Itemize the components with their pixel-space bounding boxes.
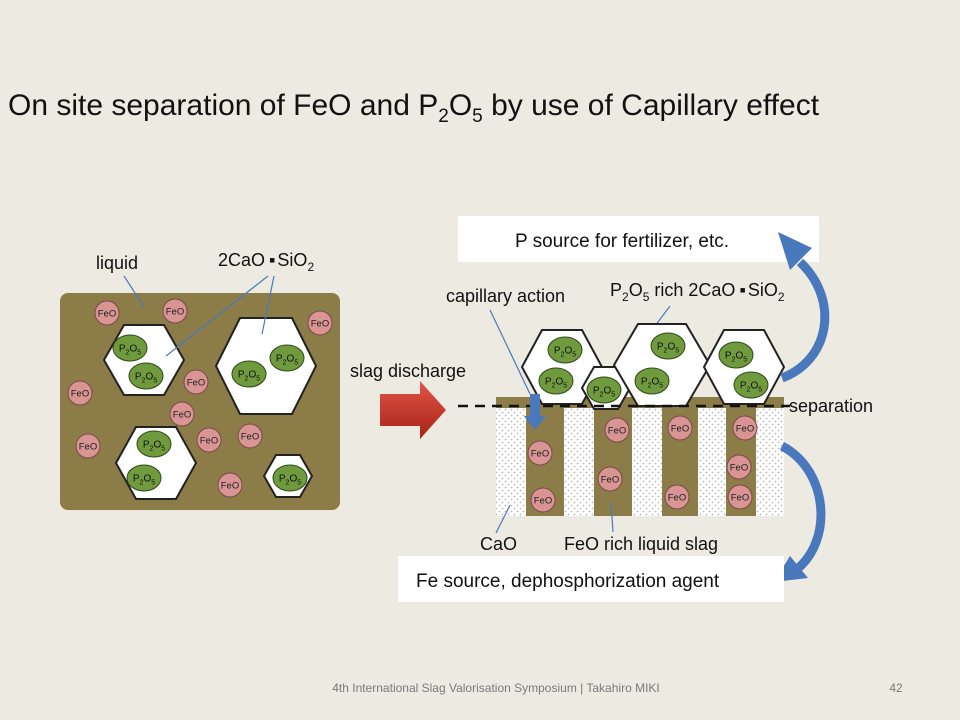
svg-text:FeO: FeO [668,493,686,504]
slag-discharge-arrow [380,381,446,439]
svg-text:FeO: FeO [601,475,619,486]
p2o5-particle: P2O5 [650,332,686,360]
feo-particle: FeO [217,472,243,498]
svg-text:P2O5: P2O5 [133,474,155,487]
footer-text: 4th International Slag Valorisation Symp… [332,681,660,695]
separation-label: separation [789,396,873,416]
svg-text:P2O5: P2O5 [279,474,301,487]
p2o5-particle: P2O5 [718,341,754,369]
svg-text:FeO: FeO [731,493,749,504]
svg-text:FeO: FeO [98,309,116,320]
cao-label: CaO [480,534,517,554]
svg-text:P2O5: P2O5 [554,346,576,359]
feo-particle: FeO [604,417,630,443]
slag-discharge-label: slag discharge [350,361,466,381]
svg-text:P2O5: P2O5 [641,377,663,390]
cao-pointer [495,504,511,534]
svg-text:P2O5: P2O5 [276,354,298,367]
silicate-pointer [261,275,275,335]
bottom-output-box [398,556,784,602]
svg-text:P2O5: P2O5 [725,351,747,364]
feo-particle: FeO [527,440,553,466]
cao-column [564,408,594,516]
svg-text:P2O5: P2O5 [593,386,615,399]
p2o5-particle: P2O5 [586,376,622,404]
silicate-pointer [165,275,269,357]
svg-text:FeO: FeO [531,449,549,460]
svg-text:FeO: FeO [671,424,689,435]
feo-particle: FeO [732,415,758,441]
feo-particle: FeO [667,415,693,441]
feo-particle: FeO [75,433,101,459]
feo-particle: FeO [94,300,120,326]
svg-text:FeO: FeO [173,410,191,421]
p2o5-particle: P2O5 [634,367,670,395]
p2o5-particle: P2O5 [547,336,583,364]
svg-text:P2O5: P2O5 [740,381,762,394]
feo-particle: FeO [727,484,753,510]
page-title: On site separation of FeO and P2O5 by us… [8,89,820,127]
cao-column [698,408,726,516]
svg-text:P2O5: P2O5 [135,372,157,385]
page-number: 42 [889,681,903,695]
capillary-arrow [524,394,546,430]
feo-particle: FeO [162,298,188,324]
svg-text:P2O5: P2O5 [143,440,165,453]
svg-text:FeO: FeO [241,432,259,443]
crystal-hexagon [214,317,318,415]
p2o5-particle: P2O5 [272,464,308,492]
top-output-box [458,216,819,262]
capillary-action-label: capillary action [446,286,565,306]
feo-rich-label: FeO rich liquid slag [564,534,718,554]
svg-text:FeO: FeO [187,378,205,389]
feo-particle: FeO [237,423,263,449]
feo-particle: FeO [67,380,93,406]
feo-rich-pointer [610,501,614,533]
upward-curved-arrow [780,258,830,383]
svg-text:FeO: FeO [71,389,89,400]
dicalcium-silicate-label: 2CaO▪SiO2 [218,250,314,274]
svg-text:FeO: FeO [221,481,239,492]
p2o5-particle: P2O5 [126,464,162,492]
svg-text:FeO: FeO [166,307,184,318]
svg-text:FeO: FeO [730,463,748,474]
feo-particle: FeO [664,484,690,510]
svg-text:P2O5: P2O5 [119,344,141,357]
cao-column [756,408,784,516]
p2o5-particle: P2O5 [128,362,164,390]
svg-text:FeO: FeO [311,319,329,330]
feo-particle: FeO [169,401,195,427]
top-output-label: P source for fertilizer, etc. [515,231,729,252]
p2o5-particle: P2O5 [112,334,148,362]
svg-text:P2O5: P2O5 [657,342,679,355]
liquid-label: liquid [96,253,138,273]
liquid-pointer [123,275,145,308]
svg-text:FeO: FeO [200,436,218,447]
p2o5-particle: P2O5 [538,367,574,395]
p2o5-particle: P2O5 [733,371,769,399]
p2o5-particle: P2O5 [269,344,305,372]
feo-particle: FeO [597,466,623,492]
feo-particle: FeO [183,369,209,395]
cao-column [632,408,662,516]
feo-particle: FeO [530,487,556,513]
svg-text:FeO: FeO [79,442,97,453]
p2o5-particle: P2O5 [136,430,172,458]
upward-arrow-head [778,232,812,270]
p2o5-particle: P2O5 [231,360,267,388]
svg-text:P2O5: P2O5 [545,377,567,390]
bottom-output-label: Fe source, dephosphorization agent [416,571,720,592]
svg-text:FeO: FeO [736,424,754,435]
capillary-pointer [489,309,531,395]
feo-particle: FeO [307,310,333,336]
feo-particle: FeO [726,454,752,480]
svg-text:FeO: FeO [608,426,626,437]
feo-particle: FeO [196,427,222,453]
downward-curved-arrow [779,442,826,574]
cao-column [496,408,526,516]
svg-text:P2O5: P2O5 [238,370,260,383]
p2o5-rich-silicate-label: P2O5 rich 2CaO▪SiO2 [610,280,785,304]
svg-text:FeO: FeO [534,496,552,507]
